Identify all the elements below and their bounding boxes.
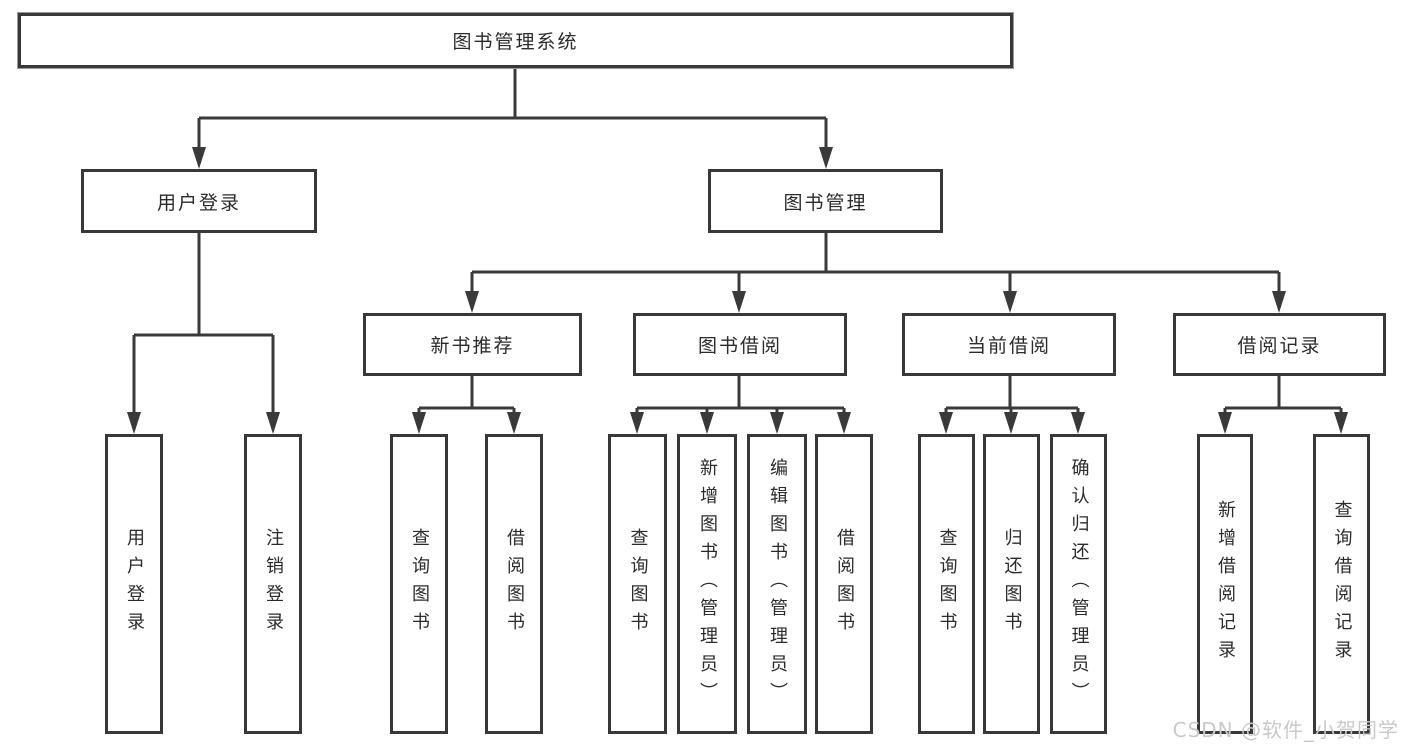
connector-paths	[132, 68, 1343, 414]
node-library-system: 图书管理系统	[18, 13, 1013, 68]
leaf-borrow-books-borrowing-label: 借阅图书	[834, 528, 855, 640]
leaf-search-books-recommend-label: 查询图书	[409, 528, 430, 640]
connector-newbook-to-leaves	[417, 376, 516, 414]
leaf-search-books-current-label: 查询图书	[936, 528, 958, 640]
node-book-management-label: 图书管理	[783, 191, 868, 214]
leaf-search-books-current: 查询图书	[918, 434, 975, 734]
leaf-search-books-recommend: 查询图书	[390, 434, 448, 734]
leaf-search-borrow-record: 查询借阅记录	[1313, 434, 1370, 734]
node-library-system-label: 图书管理系统	[452, 31, 579, 53]
leaf-return-books-label: 归还图书	[1001, 528, 1023, 640]
node-user-login: 用户登录	[81, 169, 317, 233]
leaf-add-borrow-record-label: 新增借阅记录	[1215, 500, 1236, 668]
leaf-user-login: 用户登录	[105, 434, 163, 734]
arrowhead-icons	[127, 147, 1348, 434]
connector-root-to-level2	[197, 68, 828, 149]
leaf-add-borrow-record: 新增借阅记录	[1197, 434, 1253, 734]
csdn-watermark: CSDN @软件_小贺同学	[1172, 718, 1399, 742]
leaf-confirm-return-admin-label: 确认归还（管理员）	[1068, 458, 1090, 710]
node-book-borrowing-label: 图书借阅	[697, 335, 782, 357]
node-new-book-recommend-label: 新书推荐	[430, 335, 515, 357]
node-borrow-records-label: 借阅记录	[1237, 335, 1322, 357]
leaf-edit-books-admin: 编辑图书（管理员）	[747, 434, 807, 734]
leaf-search-books-borrowing: 查询图书	[608, 434, 667, 734]
leaf-user-login-label: 用户登录	[124, 528, 145, 640]
leaf-search-borrow-record-label: 查询借阅记录	[1331, 500, 1353, 668]
leaf-add-books-admin-label: 新增图书（管理员）	[697, 458, 718, 710]
leaf-borrow-books-borrowing: 借阅图书	[815, 434, 873, 734]
leaf-edit-books-admin-label: 编辑图书（管理员）	[767, 458, 788, 710]
node-current-borrowing: 当前借阅	[902, 313, 1116, 376]
leaf-borrow-books-recommend: 借阅图书	[485, 434, 543, 734]
leaf-add-books-admin: 新增图书（管理员）	[677, 434, 737, 734]
connector-records-to-leaves	[1223, 376, 1343, 414]
connector-userlogin-to-leaves	[132, 233, 275, 414]
node-book-borrowing: 图书借阅	[633, 313, 847, 376]
leaf-borrow-books-recommend-label: 借阅图书	[504, 528, 525, 640]
node-borrow-records: 借阅记录	[1173, 313, 1386, 376]
leaf-logout-label: 注销登录	[263, 528, 284, 640]
node-book-management: 图书管理	[708, 169, 943, 233]
node-user-login-label: 用户登录	[156, 191, 241, 214]
leaf-return-books: 归还图书	[983, 434, 1040, 734]
leaf-search-books-borrowing-label: 查询图书	[627, 528, 649, 640]
node-new-book-recommend: 新书推荐	[363, 313, 582, 376]
connector-current-to-leaves	[944, 376, 1080, 414]
connector-borrowing-to-leaves	[635, 376, 846, 414]
leaf-logout: 注销登录	[244, 434, 302, 734]
connector-bookmgmt-to-level3	[470, 233, 1281, 293]
node-current-borrowing-label: 当前借阅	[966, 335, 1051, 357]
leaf-confirm-return-admin: 确认归还（管理员）	[1050, 434, 1107, 734]
